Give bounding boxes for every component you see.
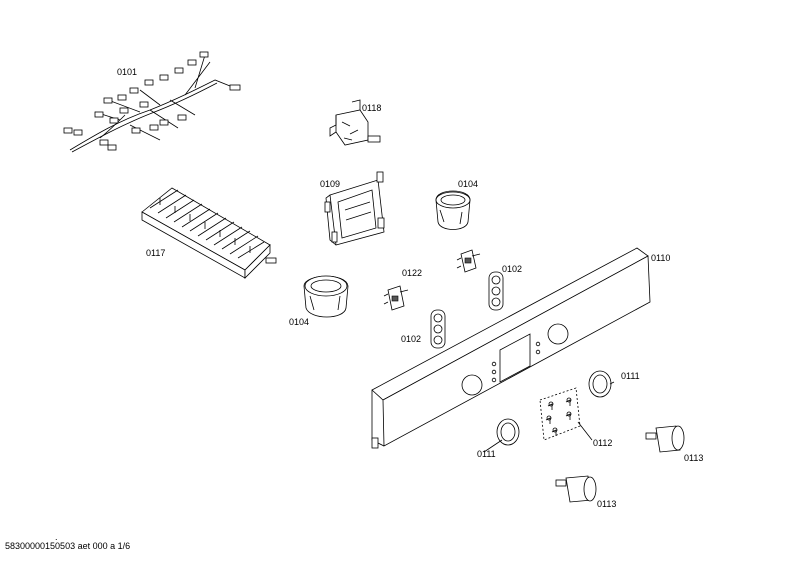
label-0111-right: 0111 xyxy=(621,371,640,381)
label-0111-left: 0111 xyxy=(477,449,496,459)
part-0110-control-panel xyxy=(371,247,651,449)
label-0104-bottom: 0104 xyxy=(289,317,309,327)
label-0113-left: 0113 xyxy=(597,499,616,509)
label-0110: 0110 xyxy=(651,253,670,263)
label-0113-right: 0113 xyxy=(684,453,703,463)
label-0109: 0109 xyxy=(320,179,340,189)
label-0117: 0117 xyxy=(146,248,165,258)
part-0102-light-strip-upper xyxy=(488,271,504,311)
part-0113-knob-right xyxy=(645,425,685,453)
part-0102-light-strip-lower xyxy=(430,309,446,349)
footer-dot: . xyxy=(55,532,58,542)
label-0104-top: 0104 xyxy=(458,179,478,189)
part-0118-switch xyxy=(329,99,381,146)
label-0101: 0101 xyxy=(117,67,137,77)
label-0102-upper: 0102 xyxy=(502,264,522,274)
part-0122-switch-right xyxy=(456,249,481,273)
part-0104-ring-top xyxy=(435,190,471,230)
part-0112-screws xyxy=(539,387,581,441)
label-0102-lower: 0102 xyxy=(401,334,421,344)
footer: . 58300000150503 aet 000 a 1/6 xyxy=(5,532,131,551)
part-0109-module xyxy=(324,171,385,246)
label-0112: 0112 xyxy=(593,438,612,448)
footer-code: 58300000150503 aet 000 a 1/6 xyxy=(5,541,131,551)
part-0122-switch-left xyxy=(383,285,409,311)
label-0122: 0122 xyxy=(402,268,422,278)
part-0101-wiring-harness xyxy=(63,51,241,153)
part-0117-terminal-block xyxy=(141,187,277,279)
part-0113-knob-left xyxy=(555,475,597,503)
part-0111-ring-left xyxy=(496,418,520,446)
label-0118: 0118 xyxy=(362,103,381,113)
part-0111-ring-right xyxy=(588,370,612,398)
part-0104-ring-bottom xyxy=(303,275,349,318)
